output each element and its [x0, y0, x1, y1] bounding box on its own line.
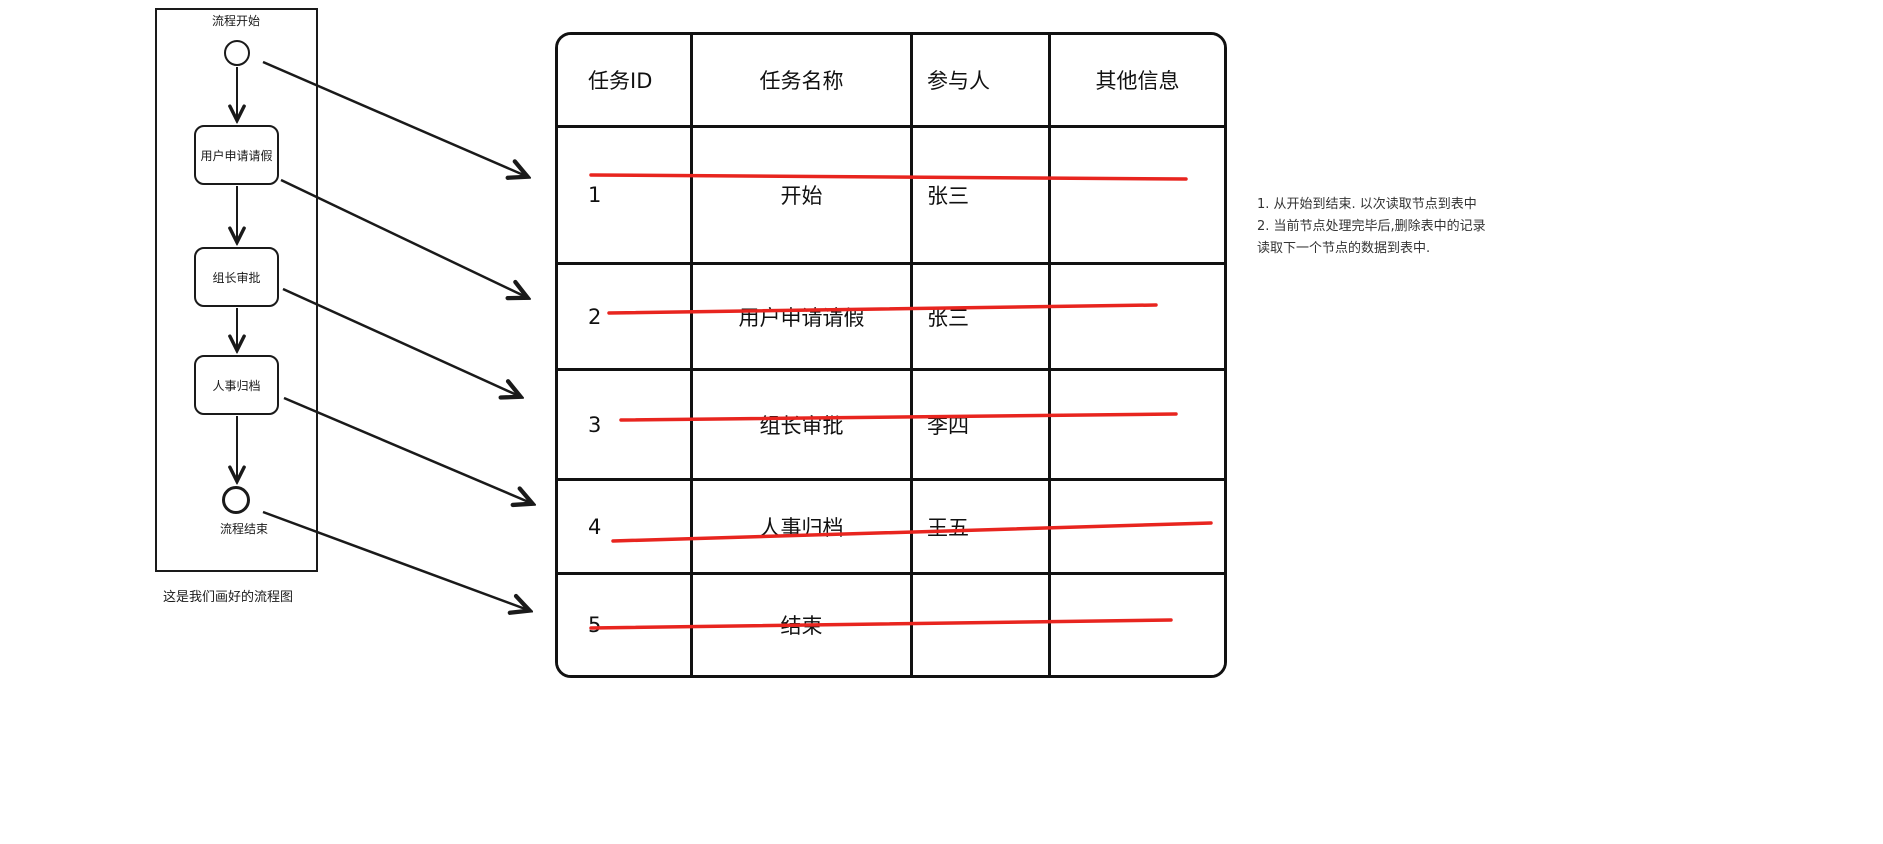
cell-participant: 王五 — [913, 481, 1051, 575]
cell-participant — [913, 575, 1051, 675]
note-line-3: 读取下一个节点的数据到表中. — [1257, 241, 1431, 256]
note-line-2: 2. 当前节点处理完毕后,删除表中的记录 — [1257, 219, 1486, 234]
arrow-node2-to-row3 — [282, 287, 519, 396]
flow-node-label: 组长审批 — [212, 270, 261, 285]
cell-task-id: 4 — [558, 481, 693, 575]
cell-task-name: 结束 — [693, 575, 913, 675]
header-cell-other-info: 其他信息 — [1051, 35, 1224, 128]
cell-other — [1051, 265, 1224, 371]
header-cell-task-name: 任务名称 — [693, 35, 913, 128]
cell-other — [1051, 371, 1224, 481]
side-notes: 1. 从开始到结束. 以次读取节点到表中 2. 当前节点处理完毕后,删除表中的记… — [1257, 194, 1537, 260]
cell-task-name: 开始 — [693, 128, 913, 265]
header-cell-task-id: 任务ID — [558, 35, 693, 128]
cell-participant: 张三 — [913, 265, 1051, 371]
flow-node-hr-archive: 人事归档 — [194, 355, 279, 415]
cell-task-id: 5 — [558, 575, 693, 675]
flow-node-leader-approve: 组长审批 — [194, 247, 279, 307]
flow-start-node — [224, 40, 250, 66]
cell-other — [1051, 128, 1224, 265]
cell-other — [1051, 575, 1224, 675]
flow-node-label: 人事归档 — [212, 378, 261, 393]
cell-task-id: 2 — [558, 265, 693, 371]
task-table: 任务ID 任务名称 参与人 其他信息 1 开始 张三 2 用户申请请假 张三 3… — [555, 32, 1227, 678]
flow-start-label: 流程开始 — [212, 14, 261, 28]
flow-node-label: 用户申请请假 — [200, 148, 273, 163]
cell-other — [1051, 481, 1224, 575]
cell-task-name: 人事归档 — [693, 481, 913, 575]
flow-node-apply-leave: 用户申请请假 — [194, 125, 279, 185]
flowchart-caption: 这是我们画好的流程图 — [163, 590, 294, 605]
header-cell-participant: 参与人 — [913, 35, 1051, 128]
cell-task-id: 3 — [558, 371, 693, 481]
flow-end-label: 流程结束 — [220, 522, 269, 536]
note-line-1: 1. 从开始到结束. 以次读取节点到表中 — [1257, 197, 1477, 212]
cell-task-name: 组长审批 — [693, 371, 913, 481]
cell-participant: 李四 — [913, 371, 1051, 481]
flow-end-node — [222, 486, 250, 514]
arrow-node3-to-row4 — [283, 396, 531, 503]
cell-task-name: 用户申请请假 — [693, 265, 913, 371]
cell-participant: 张三 — [913, 128, 1051, 265]
cell-task-id: 1 — [558, 128, 693, 265]
